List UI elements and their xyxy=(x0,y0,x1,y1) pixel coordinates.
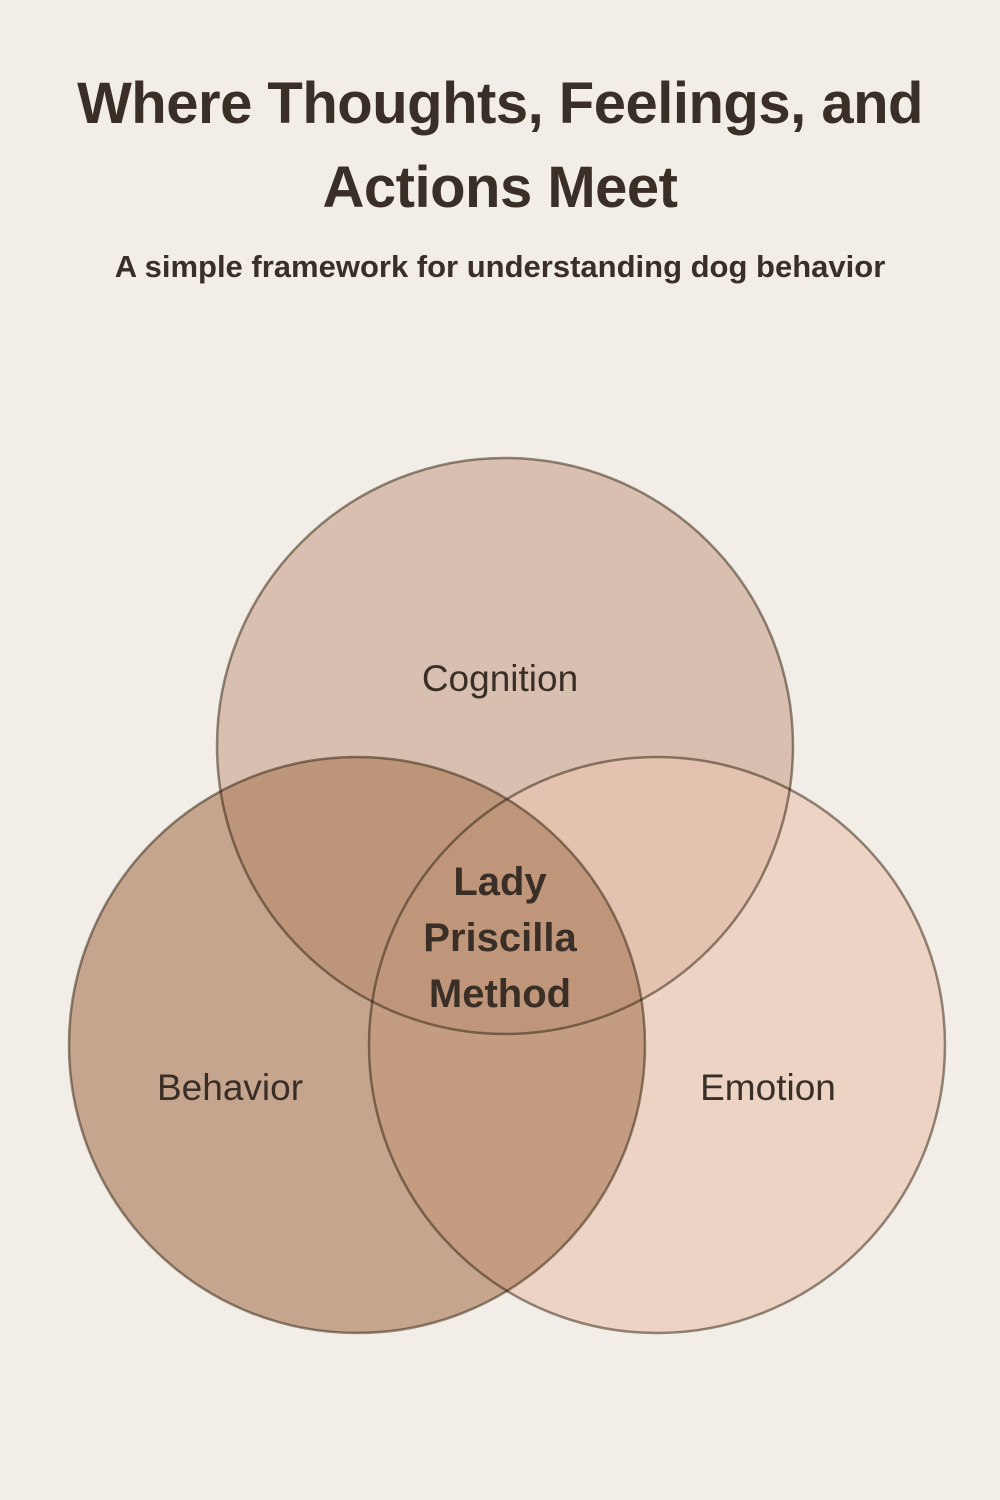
center-label: Lady Priscilla Method xyxy=(423,854,576,1022)
center-label-line3: Method xyxy=(428,972,572,1016)
behavior-circle-outline xyxy=(67,755,647,1335)
venn-circle-outlines xyxy=(67,456,947,1335)
center-label-line1: Lady xyxy=(453,860,547,904)
venn-circle-fills xyxy=(69,458,945,1333)
emotion-label: Emotion xyxy=(700,1067,836,1108)
behavior-circle xyxy=(69,757,645,1333)
page-subtitle: A simple framework for understanding dog… xyxy=(114,249,886,284)
emotion-circle-outline xyxy=(367,755,947,1335)
behavior-label: Behavior xyxy=(156,1067,304,1108)
cognition-label: Cognition xyxy=(421,658,579,699)
cognition-circle-outline xyxy=(215,456,795,1036)
page-title: Where Thoughts, Feelings, and Actions Me… xyxy=(77,71,923,220)
center-label-line2: Priscilla xyxy=(423,916,577,960)
